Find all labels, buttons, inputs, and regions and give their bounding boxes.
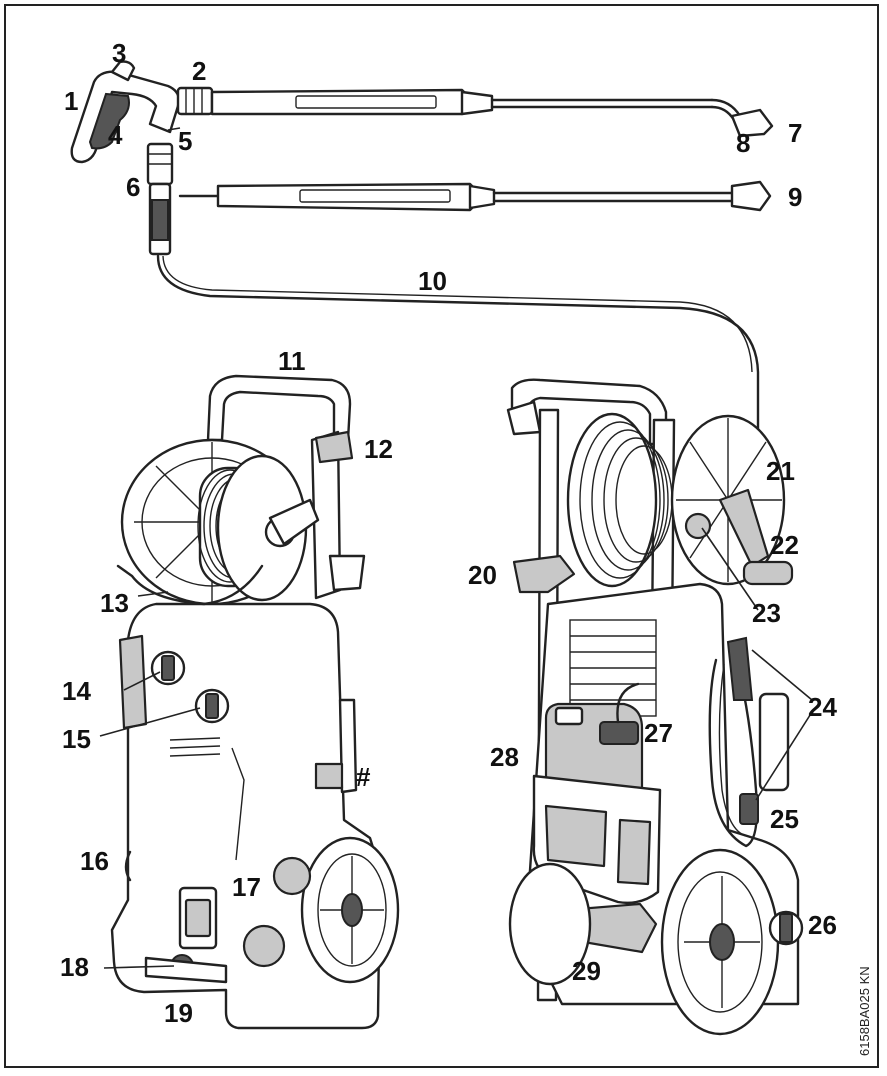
label-23: 23 xyxy=(752,598,781,628)
label-4: 4 xyxy=(108,120,123,150)
label-hash: # xyxy=(356,762,371,792)
label-8: 8 xyxy=(736,128,750,158)
trigger-gun xyxy=(70,60,181,164)
label-7: 7 xyxy=(788,118,802,148)
label-12: 12 xyxy=(364,434,393,464)
label-14: 14 xyxy=(62,676,91,706)
label-17: 17 xyxy=(232,872,261,902)
label-9: 9 xyxy=(788,182,802,212)
figure-code: 6158BA025 KN xyxy=(857,966,872,1056)
label-5: 5 xyxy=(178,126,192,156)
high-pressure-hose xyxy=(156,254,760,522)
label-25: 25 xyxy=(770,804,799,834)
label-27: 27 xyxy=(644,718,673,748)
label-11: 11 xyxy=(278,346,306,376)
label-10: 10 xyxy=(418,266,447,296)
label-6: 6 xyxy=(126,172,140,202)
label-29: 29 xyxy=(572,956,601,986)
label-28: 28 xyxy=(490,742,519,772)
callout-labels: 1 2 3 4 5 6 7 8 9 10 11 12 13 14 15 16 1… xyxy=(60,38,837,1028)
label-26: 26 xyxy=(808,910,837,940)
label-20: 20 xyxy=(468,560,497,590)
front-unit xyxy=(110,374,400,1030)
rear-unit xyxy=(506,378,804,1036)
label-21: 21 xyxy=(766,456,795,486)
spray-lance-upper xyxy=(176,86,774,138)
label-16: 16 xyxy=(80,846,109,876)
label-2: 2 xyxy=(192,56,206,86)
label-3: 3 xyxy=(112,38,126,68)
label-18: 18 xyxy=(60,952,89,982)
label-24: 24 xyxy=(808,692,837,722)
leader-lines xyxy=(99,127,813,969)
label-13: 13 xyxy=(100,588,129,618)
label-22: 22 xyxy=(770,530,799,560)
label-15: 15 xyxy=(62,724,91,754)
label-19: 19 xyxy=(164,998,193,1028)
label-1: 1 xyxy=(64,86,78,116)
spray-lance-lower xyxy=(178,180,772,212)
hose-connector-gun xyxy=(146,142,174,256)
